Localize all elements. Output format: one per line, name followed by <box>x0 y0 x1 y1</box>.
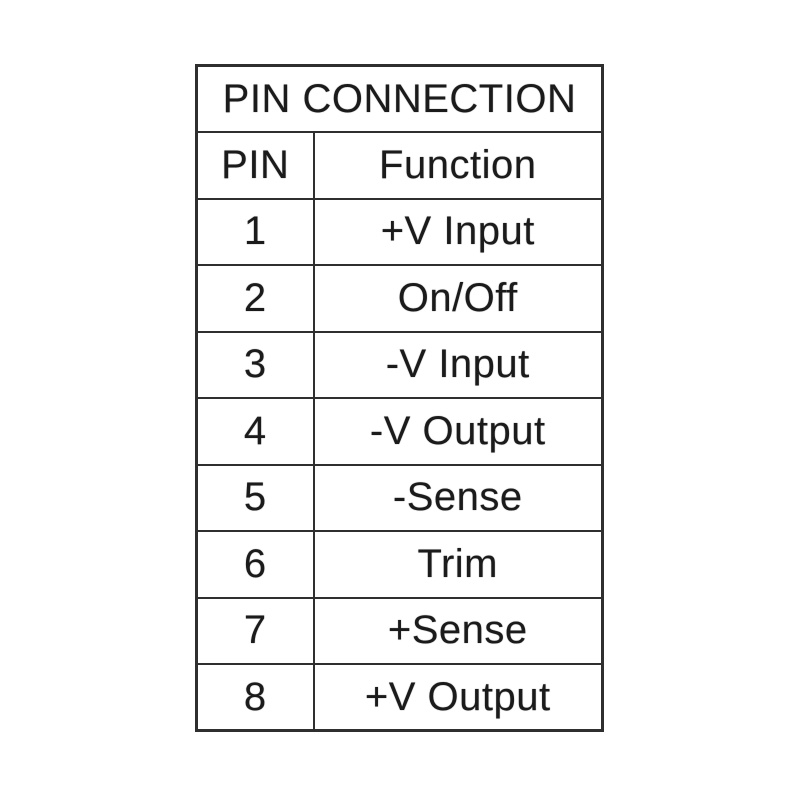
table-row: 3 -V Input <box>195 330 604 399</box>
table-row: 2 On/Off <box>195 264 604 333</box>
table-row: 1 +V Input <box>195 197 604 266</box>
table-header-row: PIN Function <box>195 131 604 200</box>
pin-cell: 4 <box>195 397 315 466</box>
function-cell: +Sense <box>312 596 604 665</box>
table-row: 5 -Sense <box>195 463 604 532</box>
pin-cell: 1 <box>195 197 315 266</box>
pin-cell: 8 <box>195 663 315 732</box>
function-cell: -Sense <box>312 463 604 532</box>
col-header-function: Function <box>312 131 604 200</box>
table-row: 6 Trim <box>195 530 604 599</box>
pin-cell: 3 <box>195 330 315 399</box>
pin-cell: 7 <box>195 596 315 665</box>
table-row: 7 +Sense <box>195 596 604 665</box>
table-row: 4 -V Output <box>195 397 604 466</box>
col-header-pin: PIN <box>195 131 315 200</box>
pin-connection-table: PIN CONNECTION PIN Function 1 +V Input 2… <box>195 64 604 732</box>
pin-cell: 2 <box>195 264 315 333</box>
function-cell: +V Output <box>312 663 604 732</box>
pin-cell: 6 <box>195 530 315 599</box>
function-cell: +V Input <box>312 197 604 266</box>
table-title: PIN CONNECTION <box>195 64 604 133</box>
pin-cell: 5 <box>195 463 315 532</box>
function-cell: -V Output <box>312 397 604 466</box>
function-cell: -V Input <box>312 330 604 399</box>
function-cell: On/Off <box>312 264 604 333</box>
table-title-row: PIN CONNECTION <box>195 64 604 133</box>
function-cell: Trim <box>312 530 604 599</box>
table-row: 8 +V Output <box>195 663 604 732</box>
